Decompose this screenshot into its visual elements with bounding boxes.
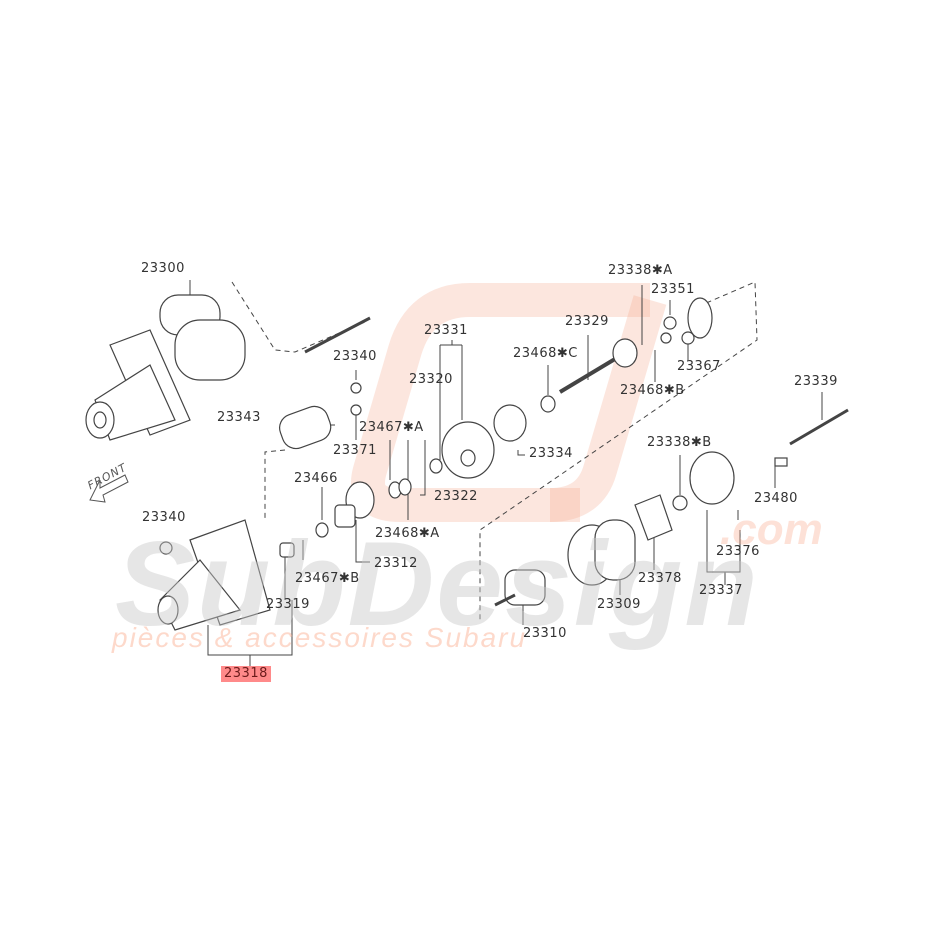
part-through-bolt: [304, 316, 371, 354]
part-label-23331[interactable]: 23331: [424, 323, 468, 338]
part-label-23376[interactable]: 23376: [716, 544, 760, 559]
part-label-23338-b[interactable]: 23338✱B: [647, 435, 712, 450]
part-label-23371[interactable]: 23371: [333, 443, 377, 458]
part-label-23338-a[interactable]: 23338✱A: [608, 263, 673, 278]
part-label-23329[interactable]: 23329: [565, 314, 609, 329]
part-label-23337[interactable]: 23337: [699, 583, 743, 598]
part-label-23334[interactable]: 23334: [529, 446, 573, 461]
part-nut: [350, 382, 362, 394]
dashed-outline-right: [479, 281, 758, 620]
part-label-23310[interactable]: 23310: [523, 626, 567, 641]
part-label-23319[interactable]: 23319: [266, 597, 310, 612]
part-label-23320[interactable]: 23320: [409, 372, 453, 387]
part-label-23340-b[interactable]: 23340: [142, 510, 186, 525]
part-label-23351[interactable]: 23351: [651, 282, 695, 297]
part-label-23322[interactable]: 23322: [434, 489, 478, 504]
dashed-outline-top: [231, 281, 366, 353]
part-starter-assembly[interactable]: [85, 294, 246, 441]
front-arrow-icon: [89, 474, 129, 503]
watermark-logo: [351, 283, 667, 522]
part-label-23468-c[interactable]: 23468✱C: [513, 346, 578, 361]
part-23318-housing[interactable]: [157, 519, 271, 631]
part-label-23318-highlighted[interactable]: 23318: [221, 666, 271, 682]
part-label-23309[interactable]: 23309: [597, 597, 641, 612]
part-label-23480[interactable]: 23480: [754, 491, 798, 506]
part-label-23378[interactable]: 23378: [638, 571, 682, 586]
part-label-23466[interactable]: 23466: [294, 471, 338, 486]
part-label-23467-b[interactable]: 23467✱B: [295, 571, 360, 586]
part-label-23339[interactable]: 23339: [794, 374, 838, 389]
part-label-23468-a[interactable]: 23468✱A: [375, 526, 440, 541]
part-label-23312[interactable]: 23312: [374, 556, 418, 571]
part-label-23467-a[interactable]: 23467✱A: [359, 420, 424, 435]
part-label-23340[interactable]: 23340: [333, 349, 377, 364]
part-label-23367[interactable]: 23367: [677, 359, 721, 374]
part-label-23300[interactable]: 23300: [141, 261, 185, 276]
part-solenoid: [279, 405, 332, 450]
part-label-23468-b[interactable]: 23468✱B: [620, 383, 685, 398]
part-label-23343[interactable]: 23343: [217, 410, 261, 425]
